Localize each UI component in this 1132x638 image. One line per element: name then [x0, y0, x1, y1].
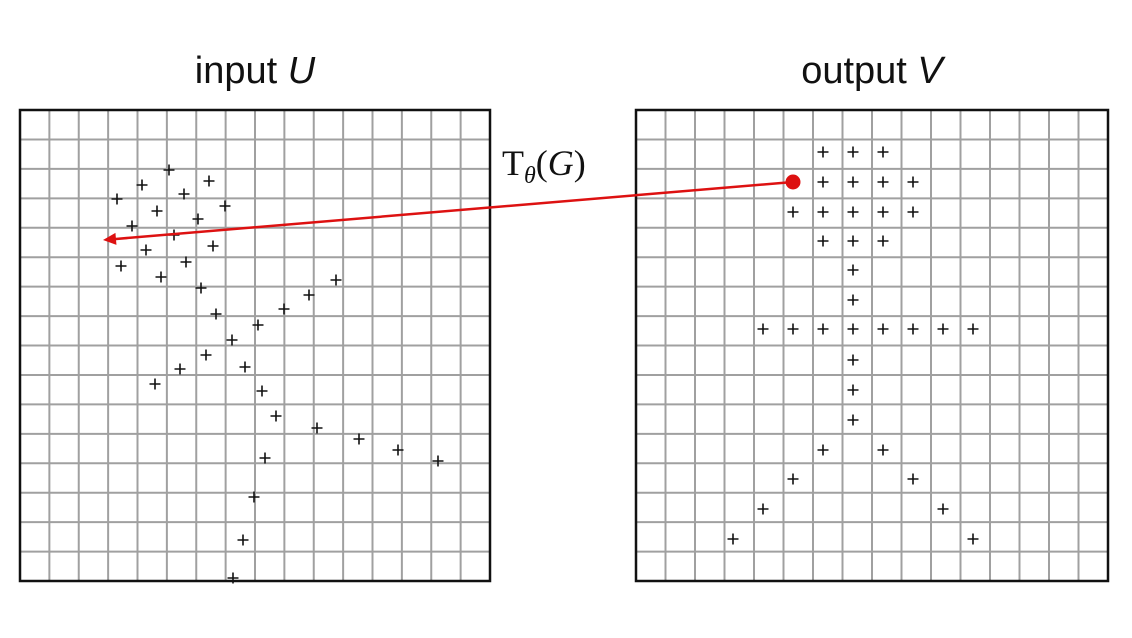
input-variable: U [287, 50, 316, 92]
plus-marker [757, 323, 769, 335]
output-grid [634, 108, 1110, 583]
plus-marker [203, 175, 215, 187]
grid-border [18, 108, 492, 583]
plus-marker [787, 206, 799, 218]
plus-marker [847, 414, 859, 426]
plus-marker [140, 244, 152, 256]
plus-marker [847, 176, 859, 188]
input-title: input U [194, 50, 316, 92]
plus-marker [847, 235, 859, 247]
plus-marker [256, 385, 268, 397]
plus-marker [757, 503, 769, 515]
plus-marker [877, 444, 889, 456]
plus-marker [239, 361, 251, 373]
plus-marker [311, 422, 323, 434]
plus-marker [907, 176, 919, 188]
plus-marker [817, 323, 829, 335]
plus-marker [817, 176, 829, 188]
plus-marker [195, 282, 207, 294]
transform-arrow [103, 174, 801, 245]
plus-marker [847, 384, 859, 396]
plus-marker [937, 503, 949, 515]
arrow-line [112, 180, 794, 241]
plus-marker [817, 444, 829, 456]
plus-marker [207, 240, 219, 252]
plus-marker [151, 205, 163, 217]
plus-marker [787, 323, 799, 335]
input-sample-points [111, 164, 444, 584]
plus-marker [847, 294, 859, 306]
plus-marker [237, 534, 249, 546]
plus-marker [787, 473, 799, 485]
source-point [785, 174, 801, 190]
plus-marker [847, 146, 859, 158]
input-grid [18, 108, 492, 583]
plus-marker [278, 303, 290, 315]
plus-marker [877, 206, 889, 218]
plus-marker [303, 289, 315, 301]
plus-marker [877, 235, 889, 247]
plus-marker [937, 323, 949, 335]
plus-marker [392, 444, 404, 456]
plus-marker [847, 206, 859, 218]
plus-marker [259, 452, 271, 464]
plus-marker [907, 206, 919, 218]
plus-marker [210, 308, 222, 320]
plus-marker [727, 533, 739, 545]
plus-marker [111, 193, 123, 205]
plus-marker [967, 533, 979, 545]
plus-marker [847, 323, 859, 335]
plus-marker [907, 323, 919, 335]
plus-marker [174, 363, 186, 375]
plus-marker [227, 572, 239, 584]
plus-marker [877, 176, 889, 188]
plus-marker [877, 146, 889, 158]
plus-marker [817, 146, 829, 158]
plus-marker [178, 188, 190, 200]
plus-marker [432, 455, 444, 467]
plus-marker [115, 260, 127, 272]
plus-marker [219, 200, 231, 212]
output-variable: V [917, 50, 943, 92]
output-grid-points [727, 146, 979, 545]
plus-marker [200, 349, 212, 361]
transform-label: Tθ(G) [502, 143, 586, 190]
plus-marker [270, 410, 282, 422]
plus-marker [877, 323, 889, 335]
plus-marker [155, 271, 167, 283]
plus-marker [817, 235, 829, 247]
plus-marker [907, 473, 919, 485]
plus-marker [967, 323, 979, 335]
plus-marker [817, 206, 829, 218]
plus-marker [126, 220, 138, 232]
plus-marker [252, 319, 264, 331]
plus-marker [180, 256, 192, 268]
grid-border [634, 108, 1110, 583]
plus-marker [847, 354, 859, 366]
plus-marker [192, 213, 204, 225]
plus-marker [330, 274, 342, 286]
plus-marker [226, 334, 238, 346]
output-title: output V [801, 50, 943, 92]
plus-marker [163, 164, 175, 176]
arrow-head [103, 232, 117, 245]
plus-marker [248, 491, 260, 503]
plus-marker [136, 179, 148, 191]
plus-marker [353, 433, 365, 445]
plus-marker [149, 378, 161, 390]
plus-marker [847, 264, 859, 276]
